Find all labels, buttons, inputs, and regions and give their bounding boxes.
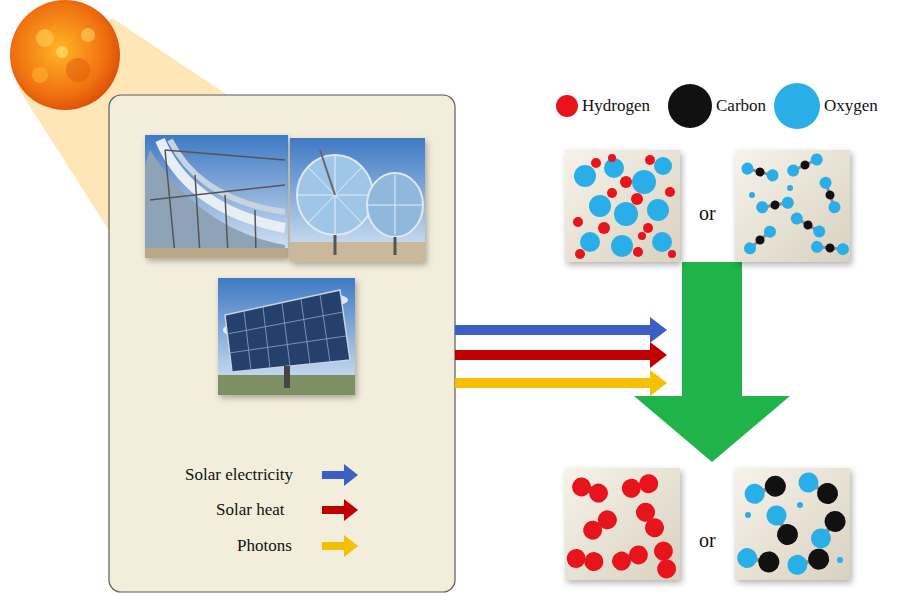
- legend-label: Solar electricity: [185, 465, 293, 485]
- source-panel: [109, 95, 455, 592]
- legend-label: Oxygen: [824, 96, 878, 116]
- water-molecules: [573, 154, 676, 259]
- legend-label: Solar heat: [216, 500, 284, 520]
- legend-label: Hydrogen: [582, 96, 650, 116]
- conversion-arrow: [634, 262, 790, 462]
- connector-word: or: [699, 530, 716, 550]
- connector-word: or: [699, 203, 716, 223]
- legend-label: Photons: [237, 536, 292, 556]
- co2-molecules: [740, 152, 849, 257]
- legend-swatch: [668, 84, 712, 128]
- trough-photo: [145, 135, 288, 258]
- legend-label: Carbon: [716, 96, 766, 116]
- hydrogen-molecules: [565, 472, 677, 580]
- legend-swatch: [774, 83, 820, 129]
- molecule-tile: [565, 150, 850, 580]
- sun: [10, 0, 120, 110]
- legend-swatch: [556, 95, 578, 117]
- dish-photo: [290, 138, 425, 262]
- syngas-molecules: [735, 468, 849, 577]
- energy-arrow: [455, 317, 667, 396]
- legend-arrow: [322, 464, 358, 557]
- pv-photo: [218, 278, 355, 395]
